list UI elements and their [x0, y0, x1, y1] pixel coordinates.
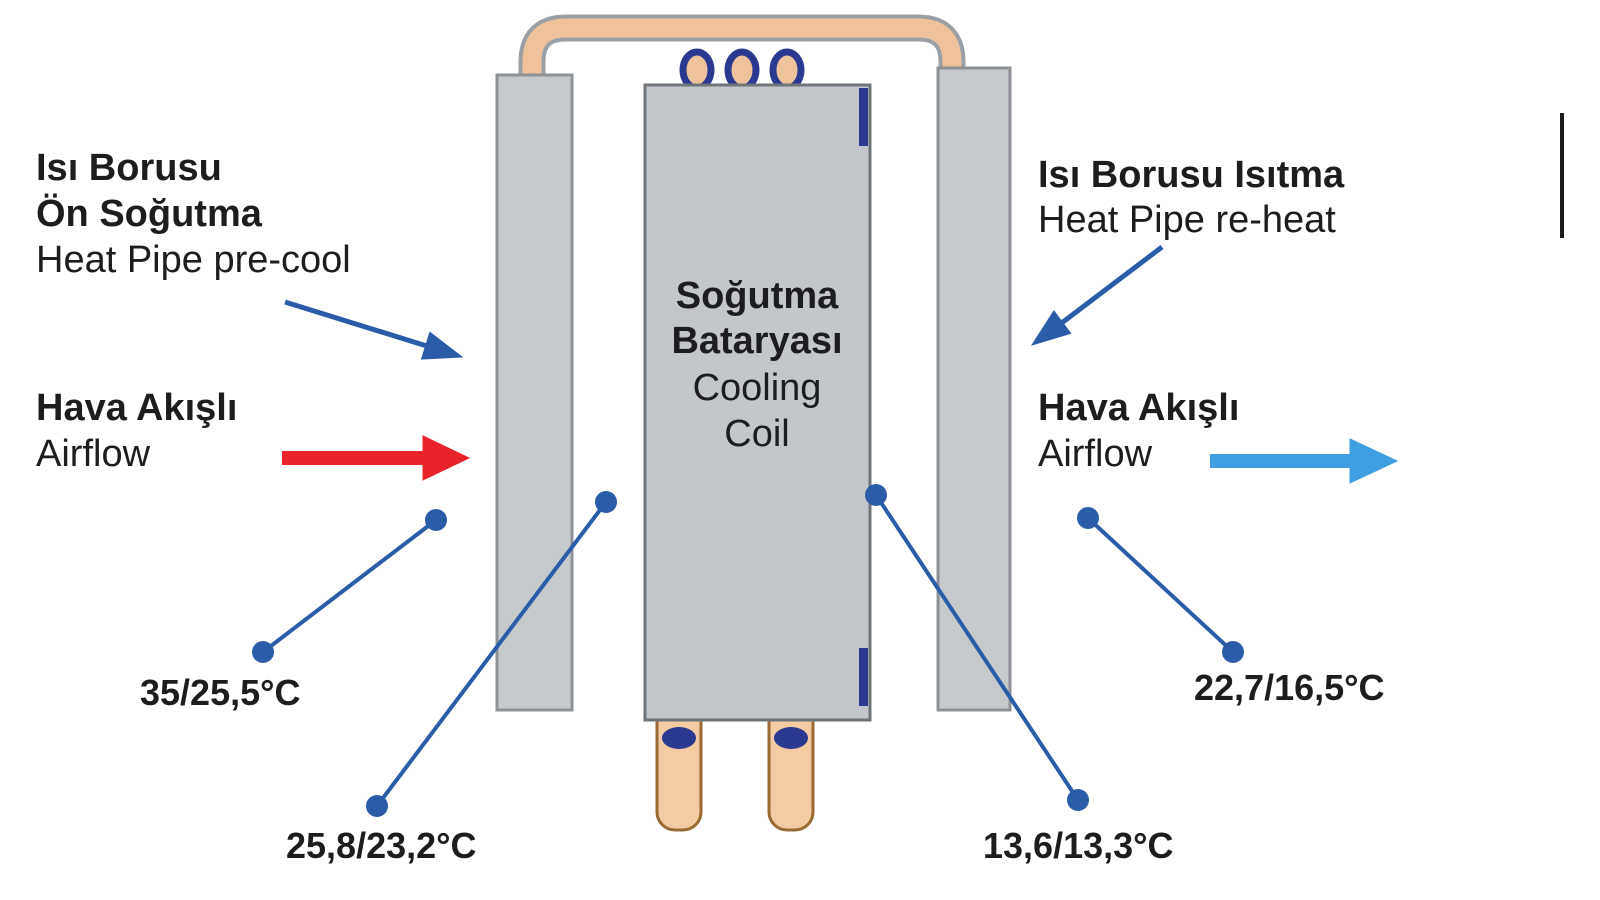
pipe-joint	[774, 727, 808, 749]
airflow-out-label-line1: Hava Akışlı	[1038, 387, 1239, 429]
precool-label-line3: Heat Pipe pre-cool	[36, 239, 351, 281]
precool-label-line2: Ön Soğutma	[36, 192, 263, 235]
temp-label-dot	[1222, 641, 1244, 663]
reheat-label-line2: Heat Pipe re-heat	[1038, 199, 1336, 241]
coil-tube-bend	[679, 48, 715, 92]
temp-point-dot	[595, 491, 617, 513]
temp-label-dot	[366, 795, 388, 817]
heat-pipe-precool-panel	[495, 73, 574, 712]
right-edge-line	[1560, 113, 1564, 238]
coil-label-line1: Soğutma	[676, 275, 839, 317]
airflow-in-head	[422, 435, 471, 481]
coil-header-accent	[859, 648, 868, 706]
temp-point-dot	[865, 484, 887, 506]
coil-header-accents	[662, 88, 868, 749]
temperature-leaders	[252, 484, 1244, 817]
temp-leader-line	[375, 500, 608, 808]
coil-label-line2: Bataryası	[671, 320, 842, 362]
precool-pointer-line	[284, 299, 431, 350]
heat-pipe-circuit-tube	[522, 18, 962, 95]
temp-label-inlet: 35/25,5°C	[140, 672, 301, 713]
coil-tube-bend	[724, 48, 760, 92]
temp-label-dot	[1067, 789, 1089, 811]
temp-label-after-coil: 13,6/13,3°C	[983, 825, 1174, 866]
heat-pipe-reheat-panel	[936, 66, 1012, 712]
airflow-in-label-line1: Hava Akışlı	[36, 387, 237, 429]
airflow-in-arrow	[282, 435, 471, 481]
airflow-out-arrow	[1210, 438, 1399, 484]
coil-header-accent	[859, 88, 868, 146]
pipe-joint	[662, 727, 696, 749]
cooling-coil-body	[643, 83, 872, 722]
precool-pointer-arrow	[284, 299, 464, 360]
temp-leader-line	[261, 518, 438, 654]
precool-label-line1: Isı Borusu	[36, 147, 222, 189]
temp-label-dot	[252, 641, 274, 663]
reheat-pointer-head	[1030, 310, 1072, 346]
airflow-in-label-line2: Airflow	[36, 433, 151, 475]
airflow-out-head	[1349, 438, 1399, 484]
reheat-label-line1: Isı Borusu Isıtma	[1038, 154, 1345, 196]
airflow-out-label-line2: Airflow	[1038, 433, 1153, 475]
reheat-pointer-arrow	[1030, 245, 1164, 346]
coil-tube-bends	[679, 48, 805, 92]
temp-leader-line	[1086, 516, 1235, 654]
temp-leader-line	[874, 493, 1080, 802]
temp-point-dot	[1077, 507, 1099, 529]
coil-tube-bend	[769, 48, 805, 92]
coil-label-line4: Coil	[724, 413, 789, 455]
temp-label-outlet: 22,7/16,5°C	[1194, 667, 1385, 708]
reheat-pointer-line	[1057, 245, 1164, 327]
precool-pointer-head	[420, 331, 464, 360]
temp-label-after-precool: 25,8/23,2°C	[286, 825, 477, 866]
coil-label-line3: Cooling	[693, 367, 822, 409]
temp-point-dot	[425, 509, 447, 531]
